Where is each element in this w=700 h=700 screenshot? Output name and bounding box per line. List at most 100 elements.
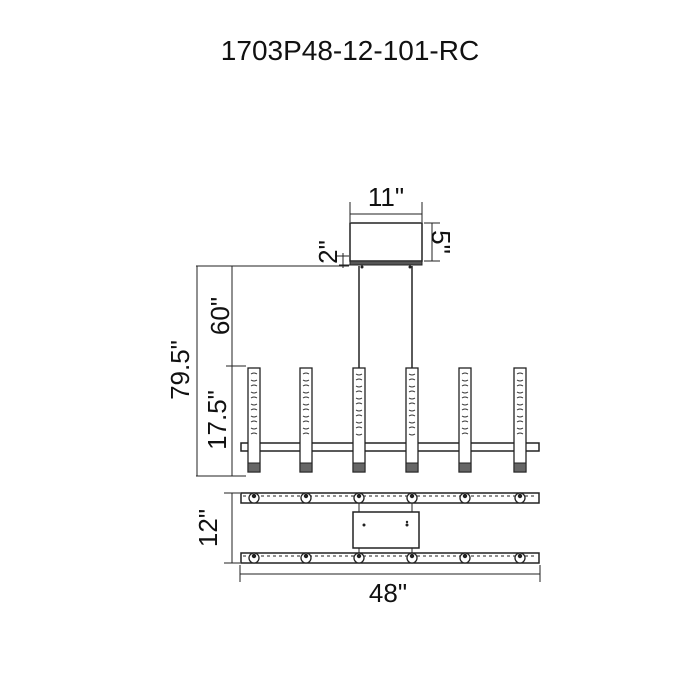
crystal-detail xyxy=(355,373,363,376)
crystal-tube xyxy=(513,367,527,473)
crystal-detail xyxy=(516,415,524,418)
crystal-detail xyxy=(408,373,416,376)
crystal-detail xyxy=(461,427,469,430)
crystal-detail xyxy=(355,390,363,393)
crystal-detail xyxy=(250,372,258,375)
crystal-detail xyxy=(408,385,416,388)
crystal-tube xyxy=(299,367,313,473)
crystal-detail xyxy=(250,379,258,382)
crystal-detail xyxy=(302,403,310,406)
tube-cap xyxy=(513,462,527,473)
crystal-detail xyxy=(302,427,310,430)
crystal-detail xyxy=(516,432,524,435)
tube-body xyxy=(352,367,366,473)
plan-light-center xyxy=(462,553,468,559)
plan-light-center xyxy=(251,553,257,559)
crystal-detail xyxy=(461,408,469,411)
crystal-detail xyxy=(355,385,363,388)
overall-height-label: 79.5" xyxy=(165,340,195,400)
crystal-detail xyxy=(461,403,469,406)
canopy-width-label: 11" xyxy=(368,182,404,212)
tube-body xyxy=(299,367,313,473)
crystal-detail xyxy=(355,402,363,405)
plan-light-center xyxy=(356,493,362,499)
crystal-detail xyxy=(461,372,469,375)
plan-light-center xyxy=(409,553,415,559)
tube-body xyxy=(458,367,472,473)
tube-cap xyxy=(299,462,313,473)
model-number-title: 1703P48-12-101-RC xyxy=(221,35,479,66)
rod-length-label: 60" xyxy=(205,297,235,335)
crystal-detail xyxy=(302,391,310,394)
plan-bar-bottom xyxy=(240,552,540,564)
crystal-detail xyxy=(250,408,258,411)
plan-light-center xyxy=(517,493,523,499)
canopy-gap-label: 2" xyxy=(313,240,343,264)
crystal-detail xyxy=(516,379,524,382)
crystal-detail xyxy=(408,421,416,424)
crystal-detail xyxy=(516,384,524,387)
crystal-detail xyxy=(516,391,524,394)
tube-cap xyxy=(247,462,261,473)
plan-light-center xyxy=(517,553,523,559)
crystal-detail xyxy=(250,391,258,394)
crystal-detail xyxy=(408,390,416,393)
crystal-tube xyxy=(405,367,419,473)
crystal-detail xyxy=(516,420,524,423)
crystal-detail xyxy=(250,384,258,387)
crystal-detail xyxy=(302,420,310,423)
crystal-detail xyxy=(302,432,310,435)
plan-light-center xyxy=(303,493,309,499)
plan-light-center xyxy=(409,493,415,499)
crystal-detail xyxy=(355,378,363,381)
crystal-detail xyxy=(355,397,363,400)
plan-view xyxy=(240,492,540,564)
elevation-view xyxy=(240,222,540,473)
crystal-detail xyxy=(408,378,416,381)
crystal-tube xyxy=(458,367,472,473)
crystal-detail xyxy=(461,432,469,435)
tube-body xyxy=(405,367,419,473)
crystal-detail xyxy=(355,409,363,412)
crystal-detail xyxy=(355,421,363,424)
canopy-screw xyxy=(408,265,412,269)
depth-label: 12" xyxy=(193,509,223,547)
crystal-detail xyxy=(250,432,258,435)
crossbar xyxy=(240,442,540,452)
crystal-detail xyxy=(516,372,524,375)
crystal-detail xyxy=(250,420,258,423)
canopy-plate xyxy=(349,260,423,266)
crystal-detail xyxy=(408,409,416,412)
crystal-detail xyxy=(408,433,416,436)
width-label: 48" xyxy=(369,578,407,608)
tube-cap xyxy=(352,462,366,473)
crystal-detail xyxy=(516,403,524,406)
plan-lights xyxy=(248,492,526,564)
crystal-detail xyxy=(250,415,258,418)
plan-canopy-screw xyxy=(405,523,409,527)
crystal-tube xyxy=(352,367,366,473)
crystal-detail xyxy=(302,415,310,418)
crystal-detail xyxy=(461,384,469,387)
crystal-detail xyxy=(461,396,469,399)
crystal-detail xyxy=(302,408,310,411)
crystal-detail xyxy=(461,391,469,394)
plan-light-center xyxy=(356,553,362,559)
crystal-detail xyxy=(408,414,416,417)
dimension-lines: 11" 5" 2" 60" 17.5" 79.5" 12" 48" xyxy=(165,182,541,608)
canopy-screw xyxy=(360,265,364,269)
tube-body xyxy=(247,367,261,473)
tube-cap xyxy=(458,462,472,473)
crystal-detail xyxy=(250,427,258,430)
canopy xyxy=(349,222,423,262)
crystal-detail xyxy=(302,379,310,382)
plan-canopy xyxy=(352,511,420,549)
plan-light-center xyxy=(462,493,468,499)
plan-light-center xyxy=(303,553,309,559)
crystal-detail xyxy=(250,403,258,406)
tube-cap xyxy=(405,462,419,473)
plan-canopy-screw xyxy=(362,523,366,527)
crystal-detail xyxy=(461,379,469,382)
